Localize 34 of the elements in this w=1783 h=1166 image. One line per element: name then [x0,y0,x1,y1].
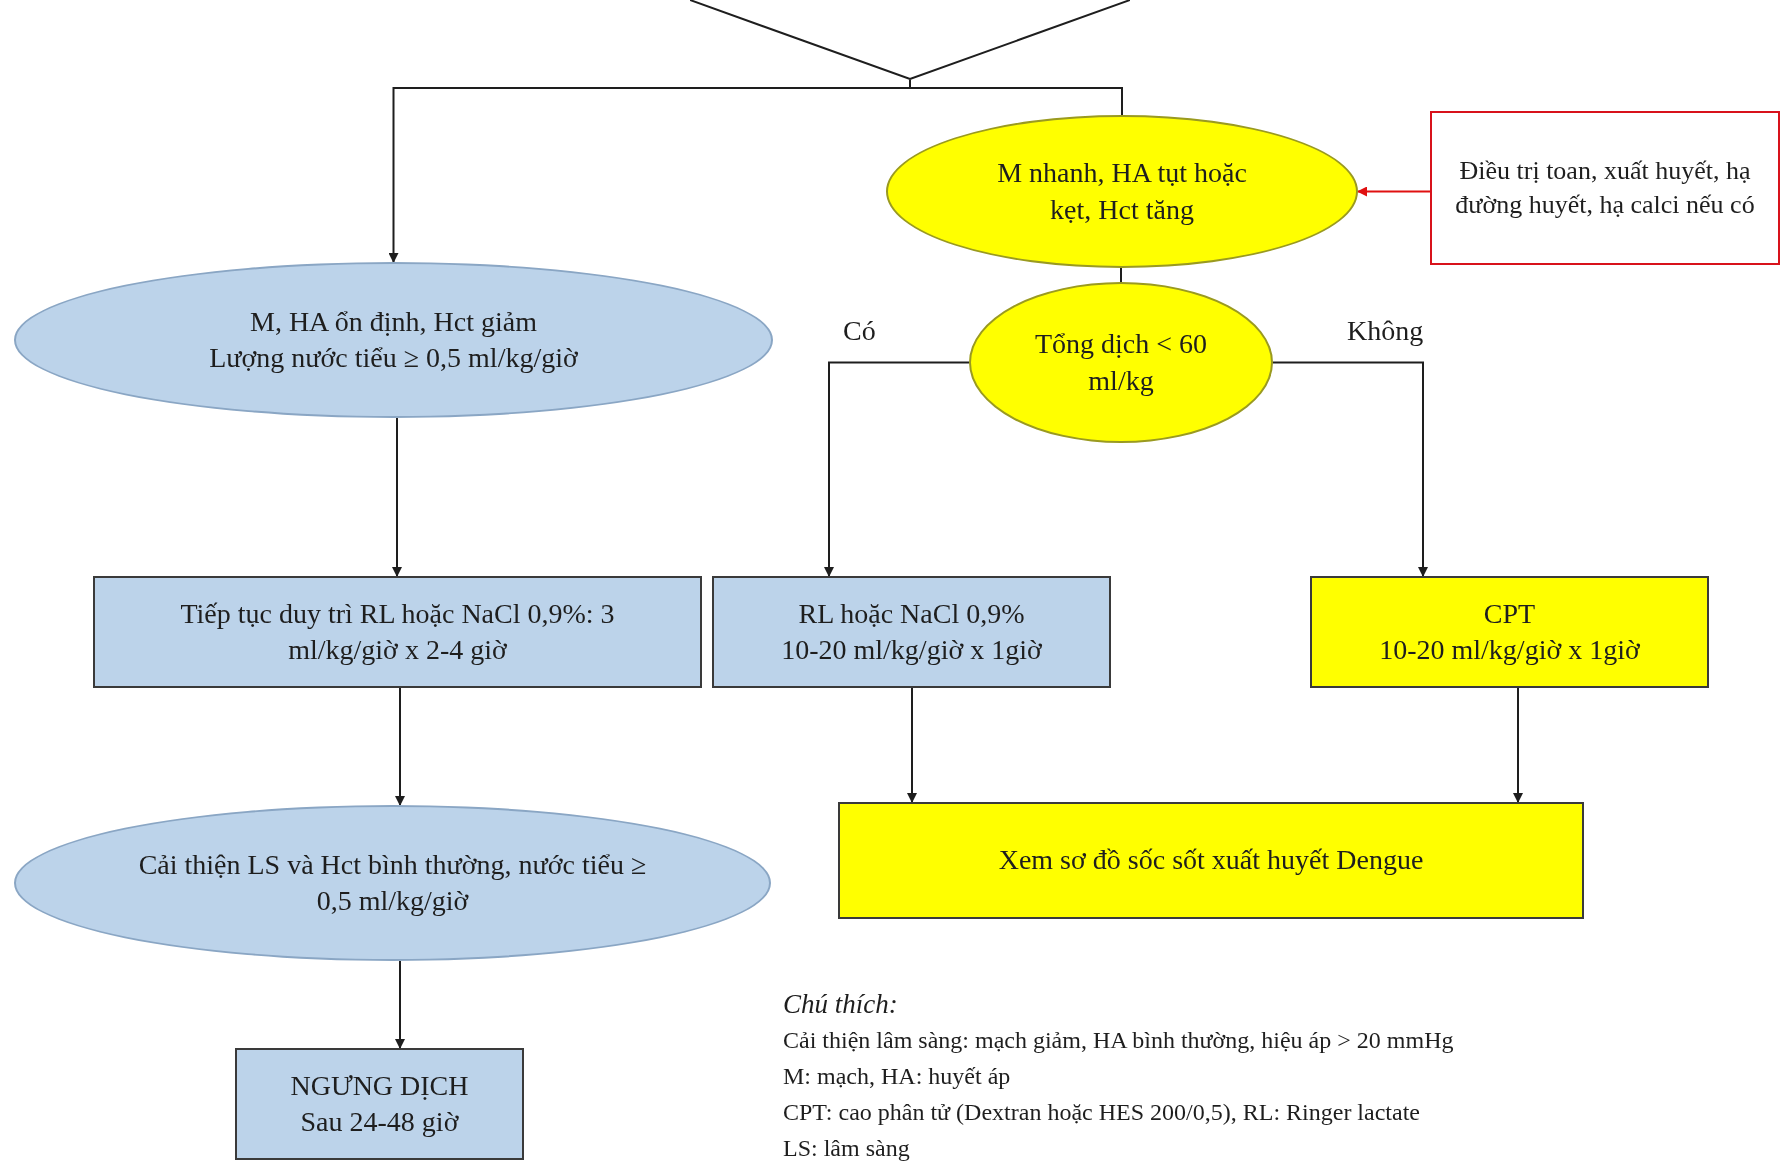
process-box [838,802,1584,919]
node-text: Sau 24-48 giờ [300,1105,459,1139]
node-text: RL hoặc NaCl 0,9% [798,596,1025,631]
arrow [1272,361,1428,577]
process-box [93,576,702,688]
node-text: CPT [1483,596,1536,631]
node-text: Xem sơ đồ sốc sốt xuất huyết Dengue [998,843,1424,878]
arrow [395,687,405,806]
legend-heading: Chú thích: [783,988,899,1021]
node-text: 10-20 ml/kg/giờ x 1giờ [781,633,1042,667]
connector-line [1120,267,1122,283]
arrow [907,687,917,803]
arrow [1513,687,1523,803]
node-text: Tổng dịch < 60 ml/kg [1033,327,1209,398]
node-text: M, HA ổn định, Hct giảm [250,304,537,339]
arrow [824,361,970,577]
process-box [235,1048,524,1160]
node-text: 10-20 ml/kg/giờ x 1giờ [1379,633,1640,667]
node-text: Điều trị toan, xuất huyết, hạ đường huyết, hạ calci nếu có [1454,155,1756,221]
note-text: Cải thiện lâm sàng: mạch giảm, HA bình thường, hiệu áp > 20 mmHg [783,1026,1454,1055]
process-box [712,576,1111,688]
node-text: Tiếp tục duy trì RL hoặc NaCl 0,9%: 3 ml/kg/giờ x 2-4 giờ [179,596,616,667]
process-box [1430,111,1780,265]
arrow [392,417,402,577]
arrow [395,960,405,1049]
node-text: NGƯNG DỊCH [290,1068,469,1103]
node-text: M nhanh, HA tụt hoặc kẹt, Hct tăng [996,156,1248,227]
note-text: CPT: cao phân tử (Dextran hoặc HES 200/0,5), RL: Ringer lactate [783,1098,1421,1127]
process-box [1310,576,1709,688]
node-text: Lượng nước tiểu ≥ 0,5 ml/kg/giờ [209,341,578,375]
node-text: Cải thiện LS và Hct bình thường, nước tiểu ≥ 0,5 ml/kg/giờ [137,847,648,918]
note-text: LS: lâm sàng [783,1134,911,1163]
arrow [1357,186,1431,197]
note-text: M: mạch, HA: huyết áp [783,1062,1012,1091]
